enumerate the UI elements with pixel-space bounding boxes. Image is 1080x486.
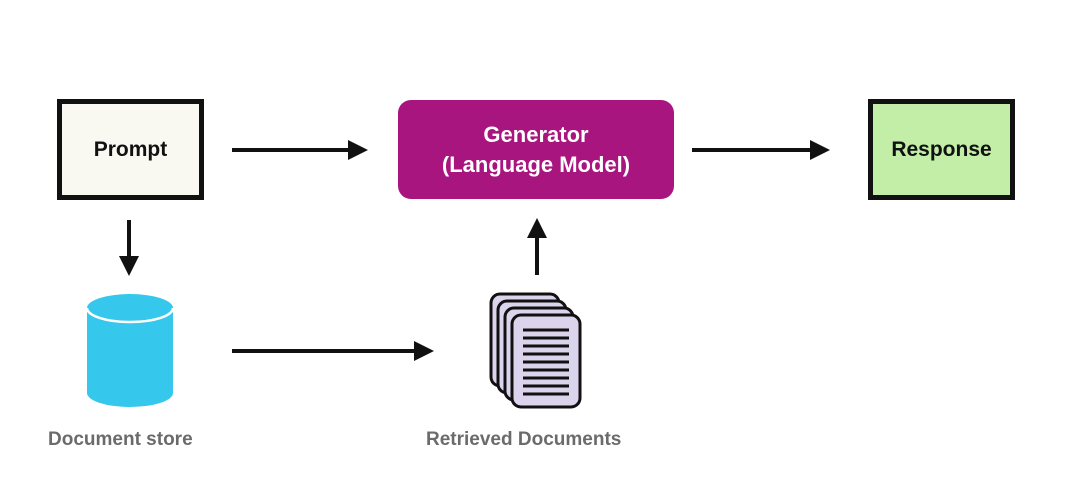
document-store-label: Document store (48, 429, 193, 450)
database-cylinder-icon (85, 294, 175, 407)
arrow-prompt-to-generator (232, 140, 368, 160)
document-stack-icon (489, 292, 582, 409)
arrow-prompt-to-document-store (119, 220, 139, 276)
arrow-store-to-retrieved (232, 341, 434, 361)
response-node: Response (868, 99, 1015, 200)
arrow-retrieved-to-generator (527, 218, 547, 275)
prompt-label: Prompt (93, 137, 168, 161)
retrieved-documents-label: Retrieved Documents (426, 429, 622, 450)
response-label: Response (891, 137, 992, 161)
generator-title: Generator (483, 121, 589, 147)
arrow-generator-to-response (692, 140, 830, 160)
prompt-node: Prompt (57, 99, 204, 200)
generator-subtitle: (Language Model) (441, 151, 631, 177)
generator-node: Generator (Language Model) (398, 100, 674, 199)
